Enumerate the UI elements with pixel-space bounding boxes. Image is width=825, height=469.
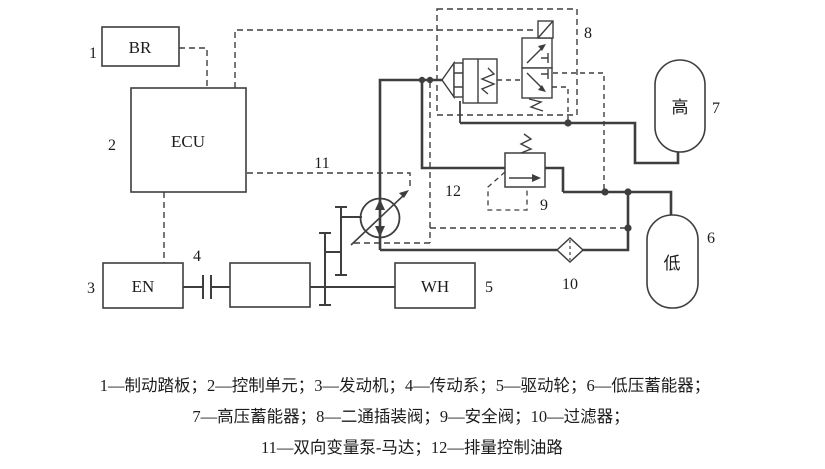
legend-line-3: 11—双向变量泵-马达；12—排量控制油路 xyxy=(261,438,563,457)
junction-dot xyxy=(418,76,426,84)
en-label: EN xyxy=(132,277,155,296)
low-pressure-line xyxy=(563,190,673,215)
relief-valve-arrowhead xyxy=(532,174,541,182)
poppet-band-lines xyxy=(454,72,463,88)
junction-dot xyxy=(624,188,632,196)
valve-port-t-top xyxy=(541,53,549,63)
valve-spring xyxy=(528,98,544,112)
br-to-ecu-line xyxy=(179,47,208,88)
valve-arrowhead-bottom xyxy=(538,85,546,92)
number-10: 10 xyxy=(562,276,578,293)
ecu-to-pump-line-11 xyxy=(247,172,411,189)
number-3: 3 xyxy=(87,280,95,297)
filter-diamond xyxy=(555,236,585,264)
high-accumulator-label: 高 xyxy=(672,98,689,117)
drive-wheel-block: WH 5 xyxy=(394,262,493,309)
drivetrain-coupling xyxy=(183,275,230,299)
number-8: 8 xyxy=(584,25,592,42)
junction-dot xyxy=(601,188,609,196)
highline-to-relief-valve xyxy=(420,80,505,170)
relief-valve-pilot-line xyxy=(487,171,528,211)
relief-valve-spring xyxy=(519,133,533,154)
gear-train xyxy=(310,206,395,306)
low-accumulator-capsule xyxy=(646,214,699,309)
relief-valve-9: 9 xyxy=(487,133,548,214)
variable-pump-motor: 11 12 xyxy=(314,155,461,246)
junction-dot xyxy=(624,224,632,232)
cartridge-body xyxy=(462,58,498,104)
flow-arrow-down xyxy=(375,226,385,237)
poppet-band xyxy=(453,62,464,98)
number-4: 4 xyxy=(193,248,201,265)
cartridge-valve-assembly-8: 8 xyxy=(436,8,605,190)
pump-circle xyxy=(359,197,401,239)
high-pressure-accumulator: 高 7 xyxy=(654,59,720,153)
number-11: 11 xyxy=(314,155,329,172)
flow-arrow-up xyxy=(375,199,385,210)
valve-port-t-bottom xyxy=(541,69,549,79)
wh-label: WH xyxy=(421,277,449,296)
junction-dot xyxy=(564,119,572,127)
pilot-actuator-diagonal xyxy=(537,20,554,39)
legend-line-2: 7—高压蓄能器；8—二通插装阀；9—安全阀；10—过滤器； xyxy=(192,407,629,426)
relief-valve-body xyxy=(504,152,546,188)
engine-block: EN 3 xyxy=(87,262,184,309)
cartridge-spring xyxy=(480,67,496,95)
valve-arrow-top xyxy=(526,47,543,64)
gearbox-box xyxy=(229,262,311,308)
ecu-label: ECU xyxy=(171,132,205,151)
number-1: 1 xyxy=(89,45,97,62)
hydraulic-main-lines xyxy=(378,78,680,252)
displacement-control-circuit-12 xyxy=(353,82,626,244)
relief-valve-outlet xyxy=(545,166,565,192)
number-2: 2 xyxy=(108,137,116,154)
br-label: BR xyxy=(129,38,152,57)
displacement-arrowhead xyxy=(399,190,409,198)
number-6: 6 xyxy=(707,230,715,247)
pilot-to-highline-link xyxy=(552,86,569,121)
low-accumulator-label: 低 xyxy=(664,254,681,273)
legend-caption: 1—制动踏板；2—控制单元；3—发动机；4—传动系；5—驱动轮；6—低压蓄能器；… xyxy=(100,376,711,457)
control-unit-block: ECU 2 xyxy=(108,87,247,193)
low-line-to-filter xyxy=(583,192,630,252)
pilot-to-lowline-link xyxy=(553,72,605,190)
pump-to-valve8-line xyxy=(378,78,442,250)
variable-displacement-arrow xyxy=(350,193,406,246)
number-5: 5 xyxy=(485,279,493,296)
wh-box xyxy=(394,262,476,309)
valve8-pilot-links xyxy=(497,72,605,190)
junction-dots xyxy=(418,76,632,232)
valve-arrowhead-top xyxy=(538,44,546,51)
valve8-to-high-accumulator-line xyxy=(460,121,680,165)
legend-line-1: 1—制动踏板；2—控制单元；3—发动机；4—传动系；5—驱动轮；6—低压蓄能器； xyxy=(100,376,711,395)
filter-10: 10 xyxy=(555,236,585,293)
brake-pedal-block: BR 1 xyxy=(89,26,180,67)
poppet-cone xyxy=(441,60,455,100)
pilot-directional-valve xyxy=(521,20,554,112)
valve-arrow-bottom xyxy=(526,72,543,89)
number-7: 7 xyxy=(712,100,720,117)
number-9: 9 xyxy=(540,197,548,214)
junction-dot xyxy=(426,76,434,84)
br-box xyxy=(101,26,180,67)
ecu-box xyxy=(130,87,247,193)
valve8-dashed-boundary xyxy=(436,8,578,116)
en-box xyxy=(102,262,184,309)
low-pressure-accumulator: 低 6 xyxy=(646,214,715,309)
cartridge-poppet-valve xyxy=(441,58,498,104)
high-accumulator-capsule xyxy=(654,59,706,153)
number-12: 12 xyxy=(445,183,461,200)
control-signal-lines xyxy=(163,29,537,263)
